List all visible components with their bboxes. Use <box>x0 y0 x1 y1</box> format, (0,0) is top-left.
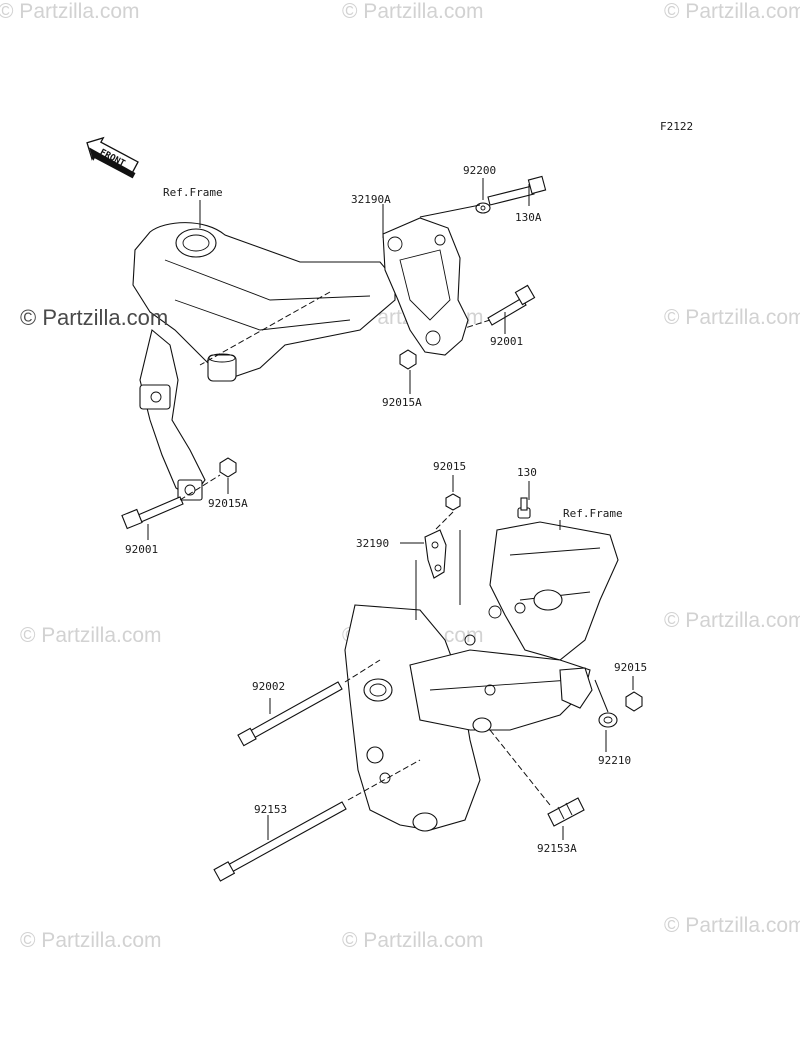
stud-92153A <box>547 797 585 827</box>
callout-92153[interactable]: 92153 <box>254 803 287 816</box>
lower-frame-assembly <box>213 475 643 882</box>
callout-ref-frame-top[interactable]: Ref.Frame <box>163 186 223 199</box>
callout-92001-lower[interactable]: 92001 <box>125 543 158 556</box>
upper-frame-assembly <box>121 175 547 540</box>
callout-92015-top[interactable]: 92015 <box>433 460 466 473</box>
callout-130[interactable]: 130 <box>517 466 537 479</box>
collar-92210 <box>598 712 618 728</box>
watermark: © Partzilla.com <box>0 0 140 23</box>
callout-32190[interactable]: 32190 <box>356 537 389 550</box>
callout-92200[interactable]: 92200 <box>463 164 496 177</box>
callout-92210[interactable]: 92210 <box>598 754 631 767</box>
bolt-130 <box>517 497 531 519</box>
watermark-prominent: © Partzilla.com <box>20 305 168 330</box>
watermark: © Partzilla.com <box>20 929 162 952</box>
watermark: © Partzilla.com <box>664 914 800 937</box>
watermark: © Partzilla.com <box>664 0 800 23</box>
watermark: © Partzilla.com <box>342 0 484 23</box>
callout-ref-frame-bottom[interactable]: Ref.Frame <box>563 507 623 520</box>
nut-92015-top <box>445 493 461 511</box>
nut-92015A-upper <box>399 349 417 370</box>
diagram-code: F2122 <box>660 120 693 133</box>
watermark: © Partzilla.com <box>342 929 484 952</box>
callout-32190A[interactable]: 32190A <box>351 193 391 206</box>
callout-130A[interactable]: 130A <box>515 211 542 224</box>
bolt-92153 <box>213 801 347 882</box>
front-arrow-icon: FRONT <box>86 136 139 179</box>
plate-32190 <box>424 529 447 579</box>
callout-labels: Ref.Frame 32190A 92200 130A 92001 92015A… <box>125 164 647 855</box>
bolt-92001-lower <box>121 496 184 530</box>
watermark: © Partzilla.com <box>664 609 800 632</box>
watermark: © Partzilla.com <box>664 306 800 329</box>
nut-92015A-lower <box>219 457 237 478</box>
callout-92015A-upper[interactable]: 92015A <box>382 396 422 409</box>
callout-92015-right[interactable]: 92015 <box>614 661 647 674</box>
callout-92001-upper[interactable]: 92001 <box>490 335 523 348</box>
callout-92015A-lower[interactable]: 92015A <box>208 497 248 510</box>
callout-92002[interactable]: 92002 <box>252 680 285 693</box>
bolt-92001-upper <box>487 284 536 326</box>
watermark: © Partzilla.com <box>20 624 162 647</box>
nut-92015-right <box>625 691 643 712</box>
bolt-130A <box>487 175 547 206</box>
bolt-92002 <box>237 681 343 747</box>
callout-92153A[interactable]: 92153A <box>537 842 577 855</box>
